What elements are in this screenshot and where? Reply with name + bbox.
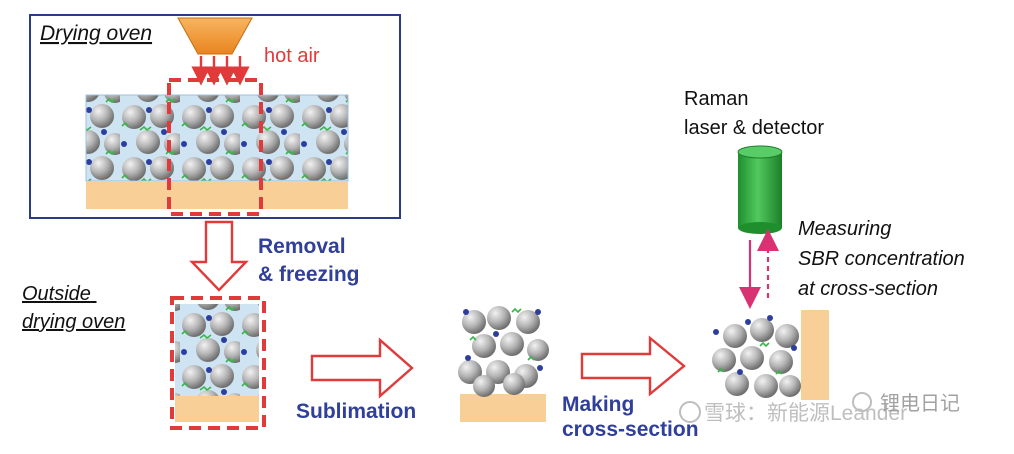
measuring-line-2: SBR concentration: [798, 248, 965, 270]
frozen-substrate: [175, 396, 259, 422]
watermark: 雪球：新能源Leander 锂电日记: [679, 392, 960, 425]
cross-section-arrow: [580, 335, 686, 397]
oven-sample-region: [167, 78, 263, 216]
measuring-line-1: Measuring: [798, 218, 891, 240]
hot-air-arrows: [191, 56, 250, 86]
oven-electrode-layer: [85, 94, 349, 182]
frozen-sample-frame: [170, 296, 266, 430]
raman-label: Raman laser & detector: [684, 88, 824, 139]
outside-line-1: Outside: [22, 283, 91, 305]
frozen-electrode-layer: [175, 304, 259, 396]
raman-line-2: laser & detector: [684, 117, 824, 139]
raman-line-1: Raman: [684, 88, 748, 110]
removal-label: Removal & freezing: [258, 235, 360, 286]
removal-line-1: Removal: [258, 235, 346, 258]
hot-air-nozzle: [177, 17, 253, 55]
removal-arrow: [189, 220, 249, 292]
measuring-label: Measuring SBR concentration at cross-sec…: [798, 218, 970, 300]
watermark-right: 锂电日记: [880, 392, 960, 415]
watermark-logo-icon: [679, 401, 701, 423]
drying-oven-label: Drying oven: [40, 22, 152, 45]
making-line-1: Making: [562, 393, 634, 416]
measuring-line-3: at cross-section: [798, 278, 938, 300]
making-cross-section-label: Making cross-section: [562, 393, 699, 441]
cross-section-sample: [712, 310, 829, 400]
outside-line-2: drying oven: [22, 311, 125, 333]
sublimation-label: Sublimation: [296, 400, 416, 423]
watermark-wechat-icon: [852, 392, 872, 412]
hot-air-label: hot air: [264, 45, 320, 67]
removal-line-2: & freezing: [258, 263, 360, 286]
sublimation-arrow: [310, 337, 414, 399]
oven-substrate: [86, 181, 348, 209]
outside-oven-label: Outside drying oven: [22, 283, 125, 333]
making-line-2: cross-section: [562, 418, 699, 441]
raman-laser: [737, 145, 783, 234]
dried-sample: [458, 306, 549, 422]
watermark-left: 雪球：新能源Leander: [704, 402, 907, 425]
